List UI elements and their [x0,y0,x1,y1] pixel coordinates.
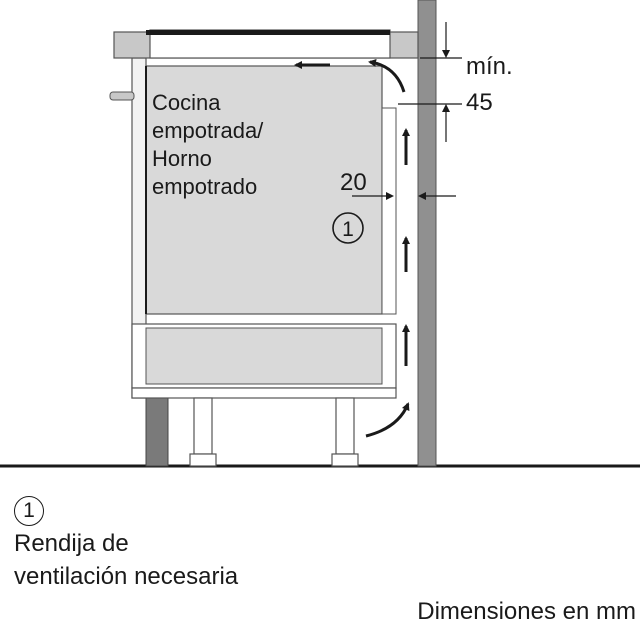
airflow-arrow-curve-top [368,58,406,93]
appliance-label-line-2: empotrada/ [152,118,264,143]
rear-panel [381,107,397,315]
appliance-label-line-1: Cocina [152,90,221,115]
built-in-appliance [145,65,383,315]
vent-marker-number: 1 [342,218,354,241]
hob-top-strip [146,30,390,35]
airflow-arrow-curve-bottom [365,402,410,438]
legend-text-line-1: Rendija de [14,530,129,557]
leg-foot-front [189,453,217,467]
vent-marker-circle [332,212,364,244]
drawer-front [145,327,383,385]
min-value: 45 [466,89,493,116]
legend-marker: 1 [14,496,44,526]
appliance-label-line-3: Horno [152,146,212,171]
legend-text-line-2: ventilación necesaria [14,563,239,590]
appliance-label-line-4: empotrado [152,174,257,199]
leg-back [335,397,355,455]
min-label: mín. [466,53,513,80]
oven-knob [109,91,135,101]
gap-label: 20 [340,169,367,196]
cabinet-base [131,387,397,399]
units-note: Dimensiones en mm [417,598,636,625]
leg-front [193,397,213,455]
wall [417,0,437,467]
leg-foot-back [331,453,359,467]
plinth-left [145,397,169,467]
